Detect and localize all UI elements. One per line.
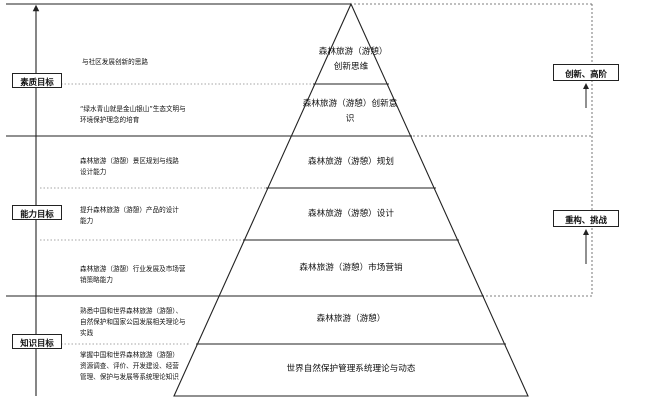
pyramid-layer-label: 森林旅游（游憩）创新意识 — [302, 99, 398, 124]
pyramid-layer-label: 森林旅游（游憩）市场营销 — [299, 263, 403, 273]
goal-label-knowledge: 知识目标 — [12, 334, 62, 349]
description-text: 森林旅游（游憩）景区规划与线路设计能力 — [80, 157, 179, 176]
description-text: 森林旅游（游憩）行业发展及市场营销策略能力 — [80, 265, 186, 284]
goal-label-quality: 素质目标 — [12, 73, 62, 88]
description-text: 与社区发展创新的思路 — [82, 58, 148, 66]
pyramid-layer-label: 森林旅游（游憩）规划 — [308, 157, 394, 167]
goal-label-ability: 能力目标 — [12, 205, 62, 220]
description-text: 熟悉中国和世界森林旅游（游憩）、自然保护和国家公园发展相关理论与实践 — [80, 307, 186, 337]
pyramid-layer-label: 世界自然保护管理系统理论与动态 — [286, 364, 416, 374]
description-text: 掌握中国和世界森林旅游（游憩）资源调查、评价、开发建设、经营管理、保护与发展等系… — [80, 351, 179, 381]
level-badge-top: 创新、高阶 — [553, 64, 619, 81]
pyramid-layer-label: 森林旅游（游憩）创新思维 — [318, 47, 384, 72]
description-text: “绿水青山就是金山银山”生态文明与环境保护理念的培育 — [80, 105, 186, 124]
pyramid-layer-label: 森林旅游（游憩）设计 — [308, 209, 394, 219]
pyramid-layer-label: 森林旅游（游憩） — [316, 314, 386, 324]
description-text: 提升森林旅游（游憩）产品的设计能力 — [80, 206, 179, 225]
level-badge-middle: 重构、挑战 — [553, 210, 619, 227]
pyramid-outline — [173, 2, 529, 397]
